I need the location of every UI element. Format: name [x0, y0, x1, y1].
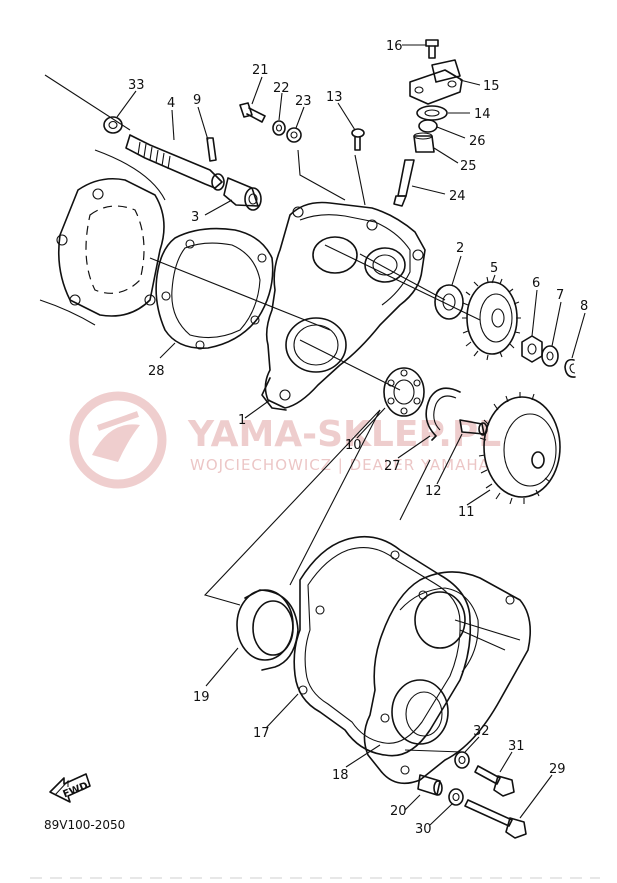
part-2-bearing: [434, 284, 464, 320]
part-6-nut: [521, 335, 543, 363]
callout-20: 20: [390, 804, 407, 819]
assembly-lines: [149, 149, 481, 606]
callout-3: 3: [191, 210, 199, 225]
part-1-housing: [261, 201, 426, 411]
part-8-circlip: [564, 358, 576, 378]
part-20-dowel-pin: [417, 774, 443, 796]
callout-9: 9: [193, 93, 201, 108]
callout-33: 33: [128, 78, 145, 93]
part-13-bolt: [351, 128, 365, 151]
part-24-gear-shaft: [393, 159, 415, 207]
callout-13: 13: [326, 90, 343, 105]
callout-4: 4: [167, 96, 175, 111]
part-30-washer: [448, 788, 464, 806]
part-7-washer: [541, 345, 559, 367]
callout-1: 1: [238, 413, 246, 428]
part-4-shaft: [125, 134, 225, 191]
callout-27: 27: [384, 459, 401, 474]
callout-24: 24: [449, 189, 466, 204]
callout-12: 12: [425, 484, 442, 499]
callout-6: 6: [532, 276, 540, 291]
callout-16: 16: [386, 39, 403, 54]
callout-23: 23: [295, 94, 312, 109]
callout-7: 7: [556, 288, 564, 303]
part-16-screw: [425, 39, 439, 59]
callout-28: 28: [148, 364, 165, 379]
part-18-cover: [363, 571, 531, 785]
part-17-gasket: [293, 535, 472, 757]
part-11-gear: [478, 392, 561, 505]
part-14-seal: [416, 105, 448, 121]
callout-labels: 33 4 9 3 21 22 23 13 16 15 14 26 25 24 2…: [128, 39, 588, 837]
part-19-oil-seal: [236, 589, 299, 671]
part-28-gasket: [155, 227, 274, 350]
watermark-subtitle: WOJCIECHOWICZ | DEALER YAMAHA: [190, 456, 490, 474]
diagram-code: 89V100-2050: [44, 818, 125, 832]
callout-17: 17: [253, 726, 270, 741]
callout-15: 15: [483, 79, 500, 94]
callout-19: 19: [193, 690, 210, 705]
callout-14: 14: [474, 107, 491, 122]
callout-26: 26: [469, 134, 486, 149]
part-32-washer: [454, 751, 470, 769]
callout-25: 25: [460, 159, 477, 174]
callout-21: 21: [252, 63, 269, 78]
callout-18: 18: [332, 768, 349, 783]
callout-10: 10: [345, 438, 362, 453]
callout-8: 8: [580, 299, 588, 314]
callout-2: 2: [456, 241, 464, 256]
callout-29: 29: [549, 762, 566, 777]
part-31-bolt: [474, 765, 515, 797]
callout-5: 5: [490, 261, 498, 276]
part-9-pin: [206, 137, 217, 162]
callout-11: 11: [458, 505, 475, 520]
callout-leaders: [116, 44, 586, 826]
part-23-washer: [286, 127, 302, 143]
part-27-circlip: [425, 387, 461, 441]
part-29-bolt: [464, 799, 527, 839]
part-5-gear: [462, 276, 521, 361]
callout-31: 31: [508, 739, 525, 754]
watermark-logo-icon: [69, 391, 167, 489]
part-3-collar: [223, 177, 262, 211]
part-21-bolt: [239, 102, 266, 123]
callout-30: 30: [415, 822, 432, 837]
part-10-bearing: [383, 367, 425, 417]
watermark: YAMA-SKLEP.PL WOJCIECHOWICZ | DEALER YAM…: [69, 391, 501, 489]
part-26-bushing: [418, 119, 438, 133]
part-22-washer: [272, 120, 286, 136]
part-25-gear: [413, 132, 435, 153]
engine-case-outline: [39, 74, 166, 326]
fwd-arrow-icon: FWD: [49, 773, 91, 803]
callout-22: 22: [273, 81, 290, 96]
part-33-washer: [103, 116, 123, 134]
callout-32: 32: [473, 724, 490, 739]
part-15-housing: [409, 59, 463, 105]
